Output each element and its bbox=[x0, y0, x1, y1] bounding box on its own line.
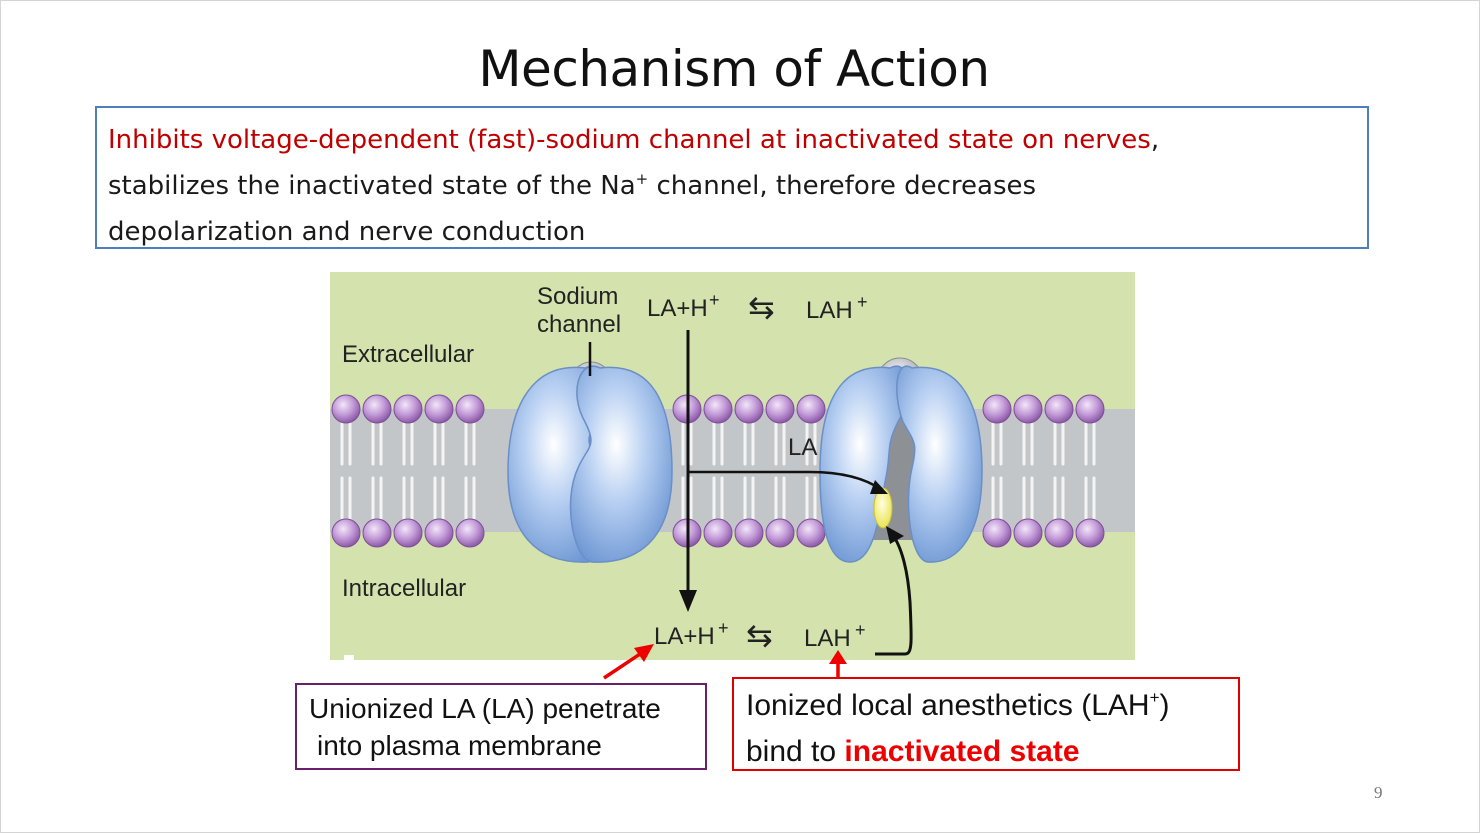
summary-line-2-text: stabilizes the inactivated state of the … bbox=[108, 171, 636, 201]
ionized-callout-line2: bind to inactivated state bbox=[746, 729, 1228, 775]
sodium-charge: + bbox=[635, 170, 649, 188]
lipid-heads bbox=[331, 394, 1105, 548]
top-eq-left-charge: + bbox=[709, 290, 720, 310]
page-number: 9 bbox=[1374, 783, 1383, 802]
lipid-head bbox=[703, 518, 733, 548]
summary-comma: , bbox=[1150, 125, 1160, 155]
label-sodium-line1: Sodium bbox=[537, 283, 618, 310]
lipid-head bbox=[982, 394, 1012, 424]
bottom-eq-right: LAH bbox=[804, 625, 851, 652]
bottom-eq-left: LA+H bbox=[654, 623, 715, 650]
summary-line-2: stabilizes the inactivated state of the … bbox=[108, 163, 1357, 209]
bottom-eq-left-charge: + bbox=[718, 618, 729, 638]
unionized-callout-line1: Unionized LA (LA) penetrate bbox=[309, 693, 661, 724]
lipid-head bbox=[362, 518, 392, 548]
lah-binding-arrow bbox=[875, 533, 913, 656]
unionized-callout: Unionized LA (LA) penetrate into plasma … bbox=[295, 683, 707, 770]
lipid-head bbox=[331, 518, 361, 548]
lipid-head bbox=[1075, 518, 1105, 548]
bottom-eq-right-charge: + bbox=[855, 620, 866, 640]
ionized-callout-text: Ionized local anesthetics (LAH bbox=[746, 689, 1150, 722]
summary-line-2-rest: channel, therefore decreases bbox=[648, 171, 1037, 201]
inactivated-state-highlight: inactivated state bbox=[844, 735, 1080, 768]
lipid-head bbox=[1044, 394, 1074, 424]
ionized-charge: + bbox=[1149, 688, 1160, 707]
top-eq-arrow: ⇆ bbox=[748, 289, 775, 325]
lipid-head bbox=[331, 394, 361, 424]
ionized-close-paren: ) bbox=[1159, 689, 1170, 722]
lipid-head bbox=[703, 394, 733, 424]
label-extracellular: Extracellular bbox=[342, 341, 474, 368]
lipid-head bbox=[424, 394, 454, 424]
lipid-head bbox=[362, 394, 392, 424]
ionized-callout: Ionized local anesthetics (LAH+) bind to… bbox=[732, 677, 1240, 771]
ionized-bind-to: bind to bbox=[746, 735, 845, 768]
lipid-head bbox=[1044, 518, 1074, 548]
unionized-callout-line2: into plasma membrane bbox=[317, 730, 602, 761]
top-eq-right-charge: + bbox=[857, 292, 868, 312]
summary-line-3: depolarization and nerve conduction bbox=[108, 217, 586, 247]
penetration-arrowhead bbox=[679, 590, 697, 612]
lipid-head bbox=[734, 394, 764, 424]
summary-line-1: Inhibits voltage-dependent (fast)-sodium… bbox=[108, 117, 1357, 163]
lipid-head bbox=[796, 394, 826, 424]
diagram-corner-mark bbox=[344, 655, 354, 660]
lipid-head bbox=[393, 518, 423, 548]
label-sodium-line2: channel bbox=[537, 311, 621, 338]
lah-binding-arrowhead bbox=[886, 526, 904, 544]
lipid-head bbox=[455, 518, 485, 548]
lipid-head bbox=[1013, 518, 1043, 548]
lipid-head bbox=[765, 394, 795, 424]
label-la: LA bbox=[788, 434, 817, 461]
lipid-head bbox=[424, 518, 454, 548]
la-binding-arrowhead bbox=[870, 480, 888, 494]
binding-site bbox=[873, 487, 893, 529]
slide-title: Mechanism of Action bbox=[478, 40, 990, 98]
summary-highlight: Inhibits voltage-dependent (fast)-sodium… bbox=[108, 125, 1151, 155]
sodium-channel-left bbox=[507, 342, 673, 563]
top-eq-right: LAH bbox=[806, 297, 853, 324]
lipid-head bbox=[765, 518, 795, 548]
lipid-tails bbox=[340, 421, 1096, 521]
top-eq-left: LA+H bbox=[647, 295, 708, 322]
lipid-head bbox=[1013, 394, 1043, 424]
lipid-head bbox=[455, 394, 485, 424]
lipid-head bbox=[393, 394, 423, 424]
ionized-callout-line1: Ionized local anesthetics (LAH+) bbox=[746, 683, 1228, 729]
summary-textbox: Inhibits voltage-dependent (fast)-sodium… bbox=[95, 106, 1369, 249]
sodium-channel-right bbox=[819, 357, 983, 563]
bottom-eq-arrow: ⇆ bbox=[746, 617, 773, 653]
right-callout-arrowhead bbox=[829, 650, 847, 664]
lipid-head bbox=[982, 518, 1012, 548]
sodium-channel-diagram: Sodium channel Extracellular Intracellul… bbox=[330, 272, 1135, 660]
lipid-head bbox=[734, 518, 764, 548]
left-callout-arrowhead bbox=[634, 644, 654, 662]
lipid-head bbox=[1075, 394, 1105, 424]
label-intracellular: Intracellular bbox=[342, 575, 466, 602]
